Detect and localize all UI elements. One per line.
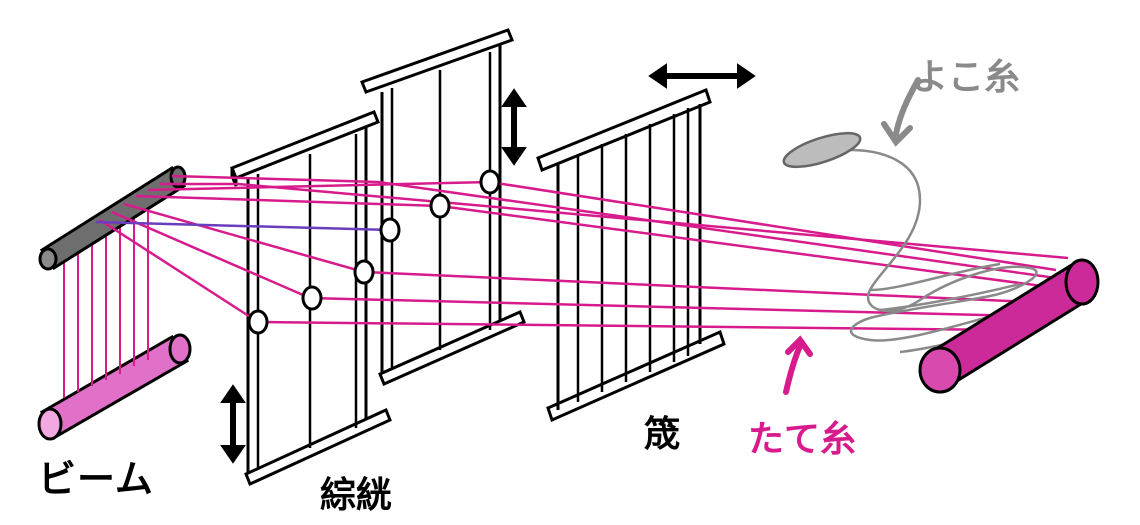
warp-thread-label: たて糸 [748, 419, 857, 460]
reed-label: 筬 [644, 414, 681, 455]
reed-leftright-arrow [648, 63, 756, 89]
warp-beam-roll [37, 333, 192, 441]
shuttle-icon [782, 131, 862, 169]
heddle-updown-arrow-upper [501, 88, 527, 166]
heddle-eyes [247, 169, 501, 335]
reed-frame [536, 88, 726, 423]
weft-pointer-arrow [881, 77, 921, 147]
weft-thread-label: よこ糸 [912, 57, 1021, 98]
warp-pointer-arrow [783, 335, 813, 395]
cloth-roll [918, 258, 1100, 394]
heddle-updown-arrow-lower [220, 384, 246, 464]
beam-label: ビーム [38, 457, 154, 501]
warp-thread-highlight [95, 220, 391, 232]
back-rod [38, 165, 187, 271]
heddles-label: 綜絖 [320, 475, 393, 516]
